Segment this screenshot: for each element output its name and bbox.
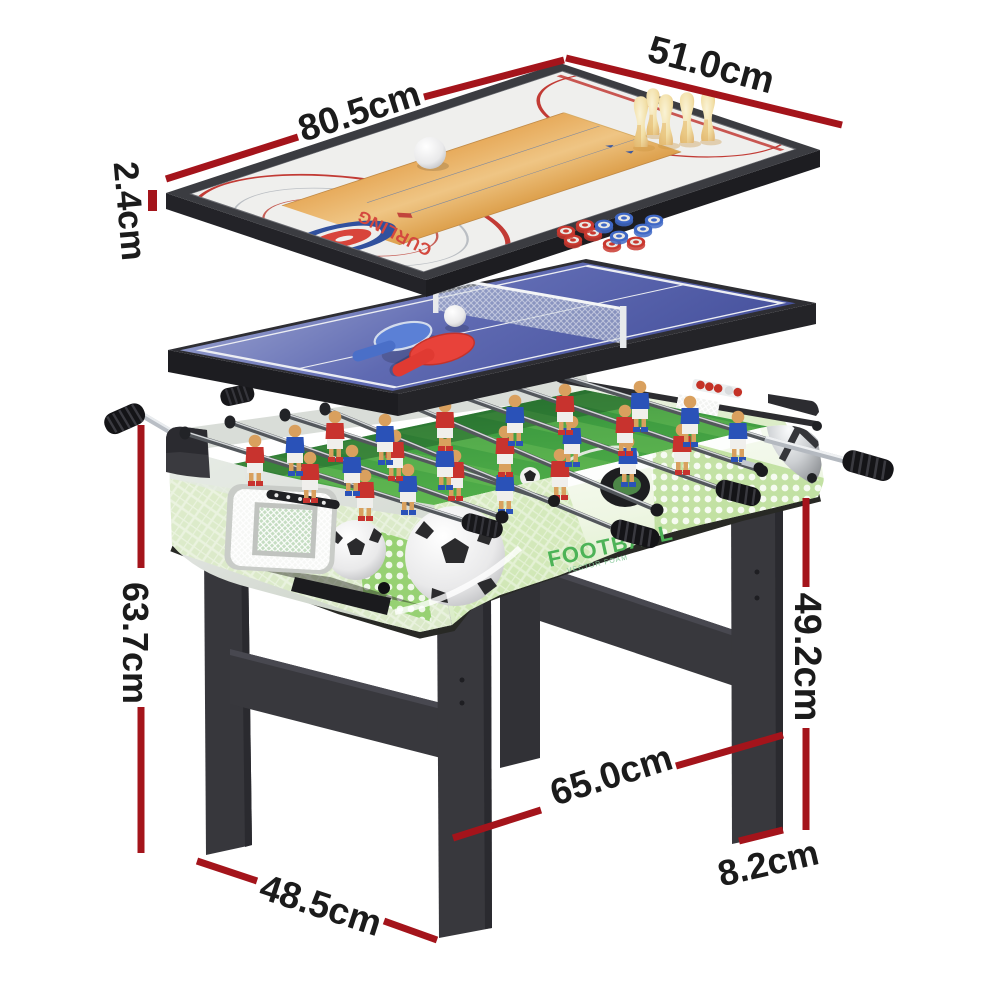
svg-text:8.2cm: 8.2cm: [714, 831, 823, 894]
svg-text:2.4cm: 2.4cm: [106, 160, 154, 262]
svg-text:49.2cm: 49.2cm: [786, 593, 828, 722]
svg-text:63.7cm: 63.7cm: [115, 582, 156, 704]
svg-text:65.0cm: 65.0cm: [545, 737, 677, 814]
svg-text:48.5cm: 48.5cm: [255, 866, 387, 944]
